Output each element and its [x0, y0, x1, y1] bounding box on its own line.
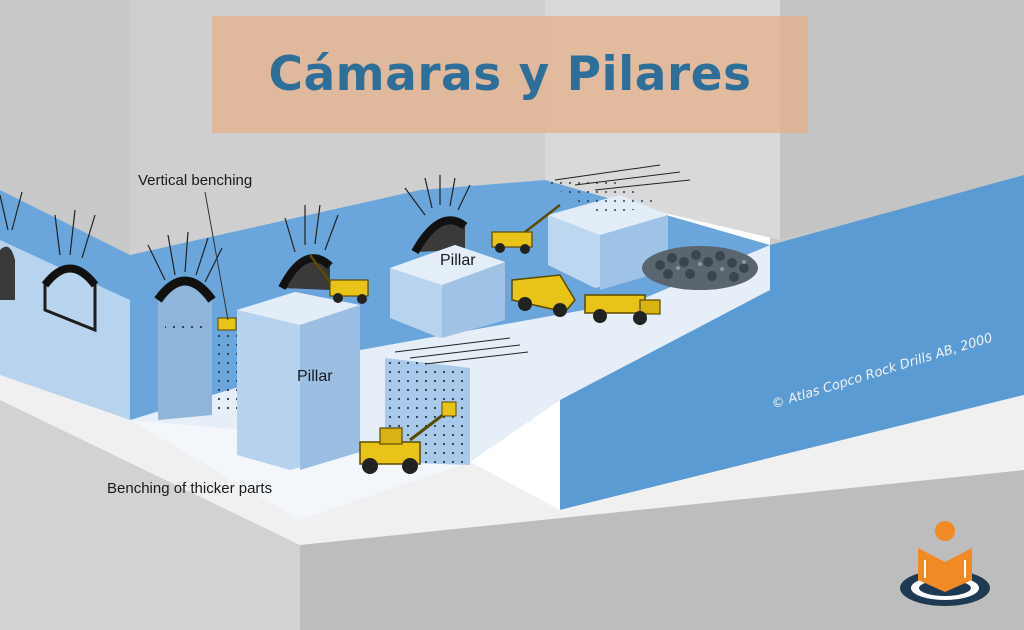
logo-icon — [900, 521, 990, 606]
title-banner: Cámaras y Pilares — [212, 16, 808, 133]
pillar-front — [237, 292, 360, 470]
left-arch-1 — [0, 246, 15, 300]
diagram-title: Cámaras y Pilares — [268, 47, 752, 102]
right-wall — [560, 175, 1024, 510]
small-rig-benching — [217, 317, 237, 331]
drill-rig-icon — [359, 401, 457, 474]
label-vertical-benching: Vertical benching — [138, 172, 253, 189]
label-pillar-front: Pillar — [297, 368, 333, 385]
loader-icon — [511, 274, 661, 325]
label-pillar-center: Pillar — [440, 252, 476, 269]
label-benching-thicker: Benching of thicker parts — [107, 480, 273, 497]
ore-pile-icon — [642, 246, 758, 290]
drill-rig-back — [491, 204, 561, 254]
pillar-center — [390, 245, 505, 338]
drill-rig-left — [308, 254, 369, 304]
blast-fan-lines — [0, 175, 471, 283]
arch-center-right — [415, 219, 465, 252]
drill-face-front — [385, 337, 529, 465]
vertical-benching-arch — [158, 282, 212, 420]
